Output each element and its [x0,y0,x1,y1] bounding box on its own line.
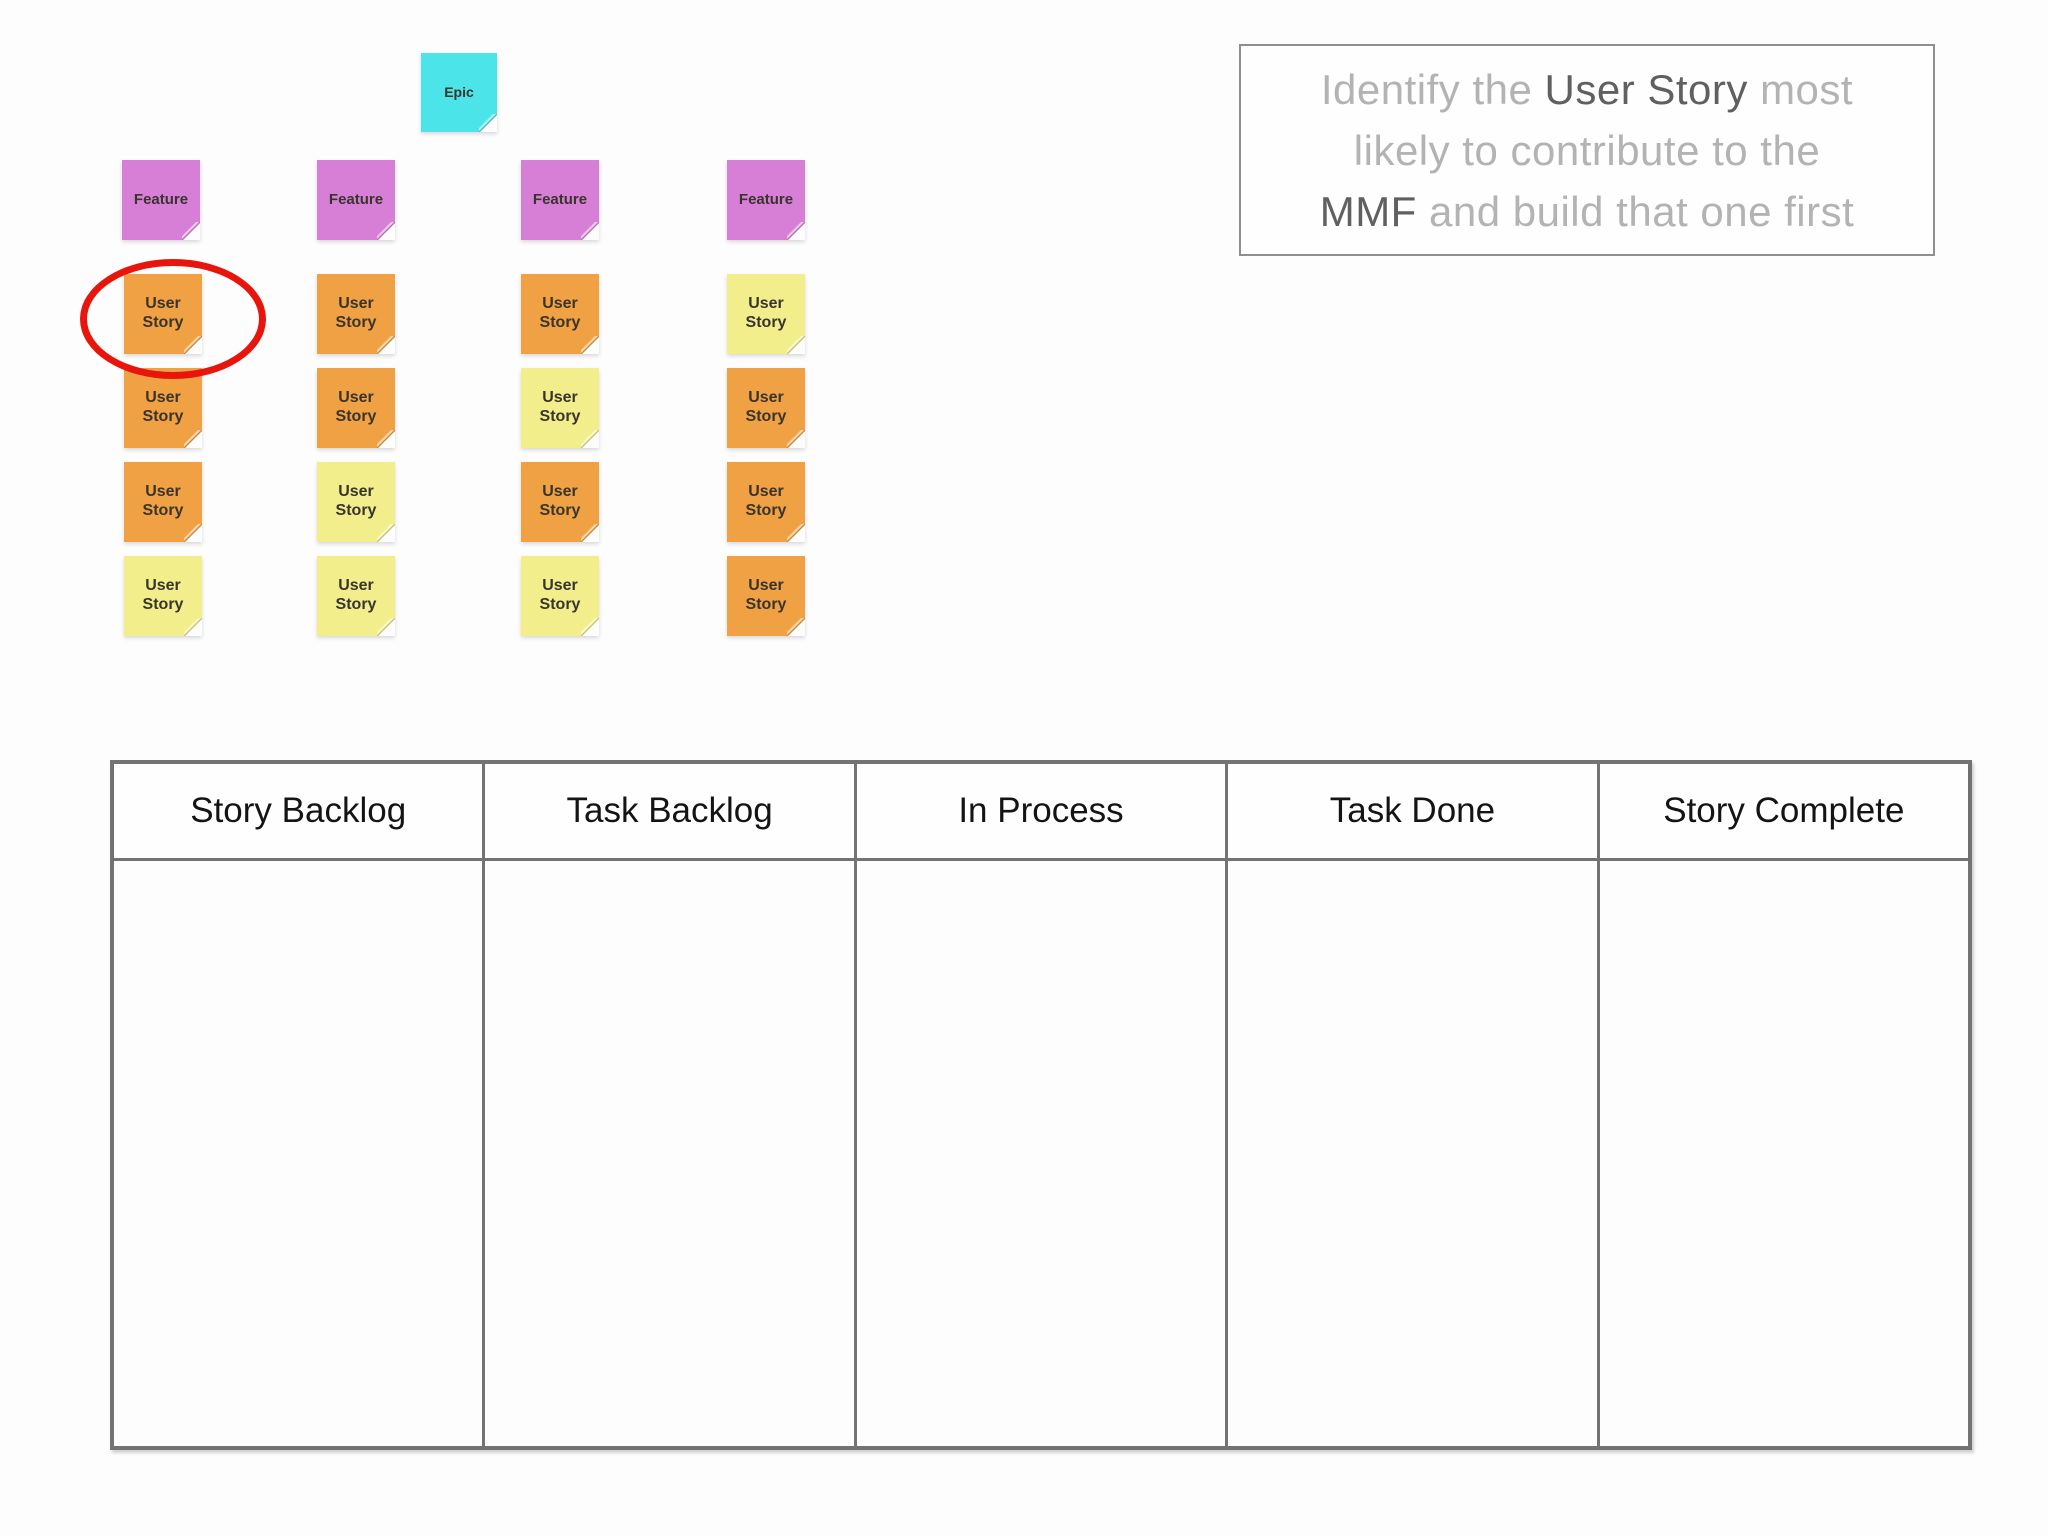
kanban-board-header-row: Story Backlog Task Backlog In Process Ta… [114,764,1968,861]
user-story-note-c2-r4: User Story [317,556,395,636]
instruction-segment: likely to contribute to the [1353,126,1821,174]
feature-note-label: Feature [738,191,794,209]
feature-note-1: Feature [122,160,200,240]
user-story-note-c4-r4: User Story [727,556,805,636]
board-column-body-story-backlog [114,861,486,1446]
user-story-note-c2-r1: User Story [317,274,395,354]
user-story-note-c3-r3: User Story [521,462,599,542]
user-story-note-c4-r1: User Story [727,274,805,354]
board-column-body-task-done [1228,861,1600,1446]
feature-note-label: Feature [133,191,189,209]
instruction-segment: and build that one first [1416,187,1855,235]
instruction-segment-emphasis: User Story [1544,65,1748,113]
user-story-label: User Story [335,389,377,425]
feature-note-label: Feature [532,191,588,209]
user-story-note-c2-r2: User Story [317,368,395,448]
board-column-header-in-process: In Process [857,764,1229,858]
user-story-label: User Story [142,577,184,613]
user-story-label: User Story [335,483,377,519]
kanban-board: Story Backlog Task Backlog In Process Ta… [110,760,1972,1450]
user-story-label: User Story [142,389,184,425]
epic-note: Epic [421,53,497,132]
board-column-header-task-backlog: Task Backlog [485,764,857,858]
epic-note-label: Epic [444,84,474,101]
board-column-body-story-complete [1599,861,1969,1446]
user-story-label: User Story [539,295,581,331]
feature-note-2: Feature [317,160,395,240]
instruction-text: Identify the User Story most likely to c… [1320,59,1855,242]
feature-note-label: Feature [328,191,384,209]
red-highlight-ellipse [80,259,266,379]
user-story-label: User Story [745,577,787,613]
user-story-label: User Story [539,483,581,519]
board-column-body-task-backlog [485,861,857,1446]
board-column-header-story-backlog: Story Backlog [114,764,486,858]
user-story-label: User Story [142,483,184,519]
user-story-note-c1-r3: User Story [124,462,202,542]
instruction-segment-emphasis: MMF [1319,187,1417,235]
user-story-label: User Story [745,389,787,425]
user-story-label: User Story [335,295,377,331]
user-story-note-c4-r2: User Story [727,368,805,448]
board-column-body-in-process [856,861,1229,1446]
feature-note-3: Feature [521,160,599,240]
user-story-label: User Story [745,295,787,331]
user-story-label: User Story [539,577,581,613]
user-story-note-c1-r4: User Story [124,556,202,636]
instruction-box: Identify the User Story most likely to c… [1239,44,1935,256]
user-story-note-c1-r2: User Story [124,368,202,448]
instruction-segment: Identify the [1320,65,1545,113]
user-story-note-c3-r2: User Story [521,368,599,448]
user-story-note-c2-r3: User Story [317,462,395,542]
instruction-segment: most [1747,65,1854,113]
board-column-header-story-complete: Story Complete [1663,791,1905,830]
feature-note-4: Feature [727,160,805,240]
user-story-label: User Story [539,389,581,425]
kanban-board-body-row [114,861,1969,1446]
user-story-label: User Story [745,483,787,519]
board-column-header-task-done: Task Done [1228,764,1600,858]
user-story-note-c3-r4: User Story [521,556,599,636]
user-story-note-c4-r3: User Story [727,462,805,542]
user-story-label: User Story [335,577,377,613]
user-story-note-c3-r1: User Story [521,274,599,354]
